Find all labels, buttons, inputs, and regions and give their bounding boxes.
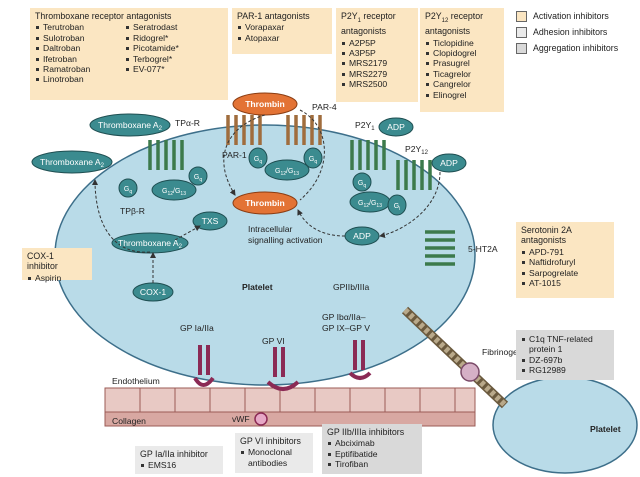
receptor-par4: [286, 115, 322, 145]
g1213-label-3: G12/G13: [358, 200, 382, 209]
gp1a-box: GP Ia/IIa inhibitor EMS16: [135, 446, 223, 474]
par4-label: PAR-4: [312, 102, 337, 112]
gq-label-2: Gq: [124, 186, 132, 195]
p2y12-box: P2Y12 receptor antagonists Ticlopidine C…: [420, 8, 504, 112]
gq-label-4: Gq: [309, 156, 317, 165]
tx-a2-top-label: Thromboxane A2: [98, 120, 163, 132]
gp9-label: GP IX–GP V: [322, 323, 370, 333]
gq-label-1: Gq: [194, 174, 202, 183]
tpb-r-label: TPβ-R: [120, 206, 145, 216]
p2y12-title: P2Y12 receptor antagonists: [425, 11, 484, 37]
adp1-label: ADP: [387, 122, 405, 132]
dashed-arrows: [92, 109, 441, 283]
receptor-tpa-r: [148, 140, 184, 170]
gq-label-5: Gq: [358, 180, 366, 189]
platelet-label: Platelet: [242, 282, 273, 292]
tx-antagonists-col2: Seratrodast Ridogrel* Picotamide* Terbog…: [125, 22, 179, 84]
gi-label: Gi: [394, 203, 401, 212]
g1213-label-2: G12/G13: [275, 168, 299, 177]
signalling-label: signalling activation: [248, 235, 323, 245]
g1213-label-1: G12/G13: [162, 188, 186, 197]
endothelium-layer: [104, 387, 476, 427]
gp1a-label: GP Ia/IIa: [180, 323, 214, 333]
gp1b-label: GP Ibα/IIa–: [322, 312, 366, 322]
adp3-label: ADP: [353, 231, 371, 241]
gp6-box: GP VI inhibitors Monoclonal antibodies: [235, 433, 313, 473]
gp2b-box: GP IIb/IIIa inhibitors Abciximab Eptifib…: [322, 424, 422, 474]
c1q-box: C1q TNF-related protein 1 DZ-697b RG1298…: [516, 330, 614, 380]
fibrinogen-bridge: [401, 306, 509, 409]
endothelium-label: Endothelium: [112, 376, 160, 386]
p2y1-box: P2Y1 receptor antagonists A2P5P A3P5P MR…: [336, 8, 418, 102]
receptor-par1: [226, 115, 262, 145]
p2y1-diagram-label: P2Y1: [355, 120, 375, 132]
g-proteins-tx: [118, 166, 208, 201]
thrombin-top-label: Thrombin: [245, 99, 285, 109]
adp2-label: ADP: [440, 158, 458, 168]
serotonin-box: Serotonin 2A antagonists APD-791 Naftidr…: [516, 222, 614, 298]
collagen-label: Collagen: [112, 416, 146, 426]
par1-label: PAR-1: [222, 150, 247, 160]
platelet2-label: Platelet: [590, 424, 621, 434]
tx-a2-inner-label: Thromboxane A2: [118, 238, 183, 250]
receptor-p2y12: [396, 160, 432, 190]
tpa-r-label: TPα-R: [175, 118, 200, 128]
g-proteins-p2y: [349, 172, 407, 216]
intracellular-label: Intracellular: [248, 224, 293, 234]
vwf-label: vWF: [232, 414, 250, 424]
legend-aggregation: Aggregation inhibitors: [516, 40, 618, 56]
tx-antagonists-box: Thromboxane receptor antagonists Terutro…: [30, 8, 228, 100]
tx-antagonists-title: Thromboxane receptor antagonists: [35, 11, 172, 21]
tx-antagonists-col1: Terutroban Sulotroban Daltroban Ifetroba…: [35, 22, 115, 84]
gp6-label: GP VI: [262, 336, 285, 346]
thrombin-mid-label: Thrombin: [245, 198, 285, 208]
txs-label: TXS: [202, 216, 219, 226]
gq-label-3: Gq: [254, 156, 262, 165]
cox1-box: COX-1 inhibitor Aspirin: [22, 248, 92, 283]
legend-adhesion: Adhesion inhibitors: [516, 24, 618, 40]
par1-box: PAR-1 antagonists Vorapaxar Atopaxar: [232, 8, 332, 54]
tx-a2-left-label: Thromboxane A2: [40, 157, 105, 169]
cox1-diagram-label: COX-1: [140, 287, 166, 297]
p2y12-diagram-label: P2Y12: [405, 144, 429, 156]
legend-activation: Activation inhibitors: [516, 8, 618, 24]
receptor-p2y1: [350, 140, 386, 170]
ligand-shapes: [31, 92, 467, 302]
receptor-5ht2a: [425, 230, 455, 266]
ht2a-label: 5-HT2A: [468, 244, 498, 254]
surface-receptors: [193, 340, 372, 391]
gp2b3a-label: GPIIb/IIIa: [333, 282, 370, 292]
p2y1-title: P2Y1 receptor antagonists: [341, 11, 396, 37]
vwf-molecule: [254, 412, 268, 426]
legend: Activation inhibitors Adhesion inhibitor…: [516, 8, 618, 56]
g-proteins-par: [248, 147, 323, 181]
fibrinogen-label: Fibrinogen: [482, 347, 523, 357]
